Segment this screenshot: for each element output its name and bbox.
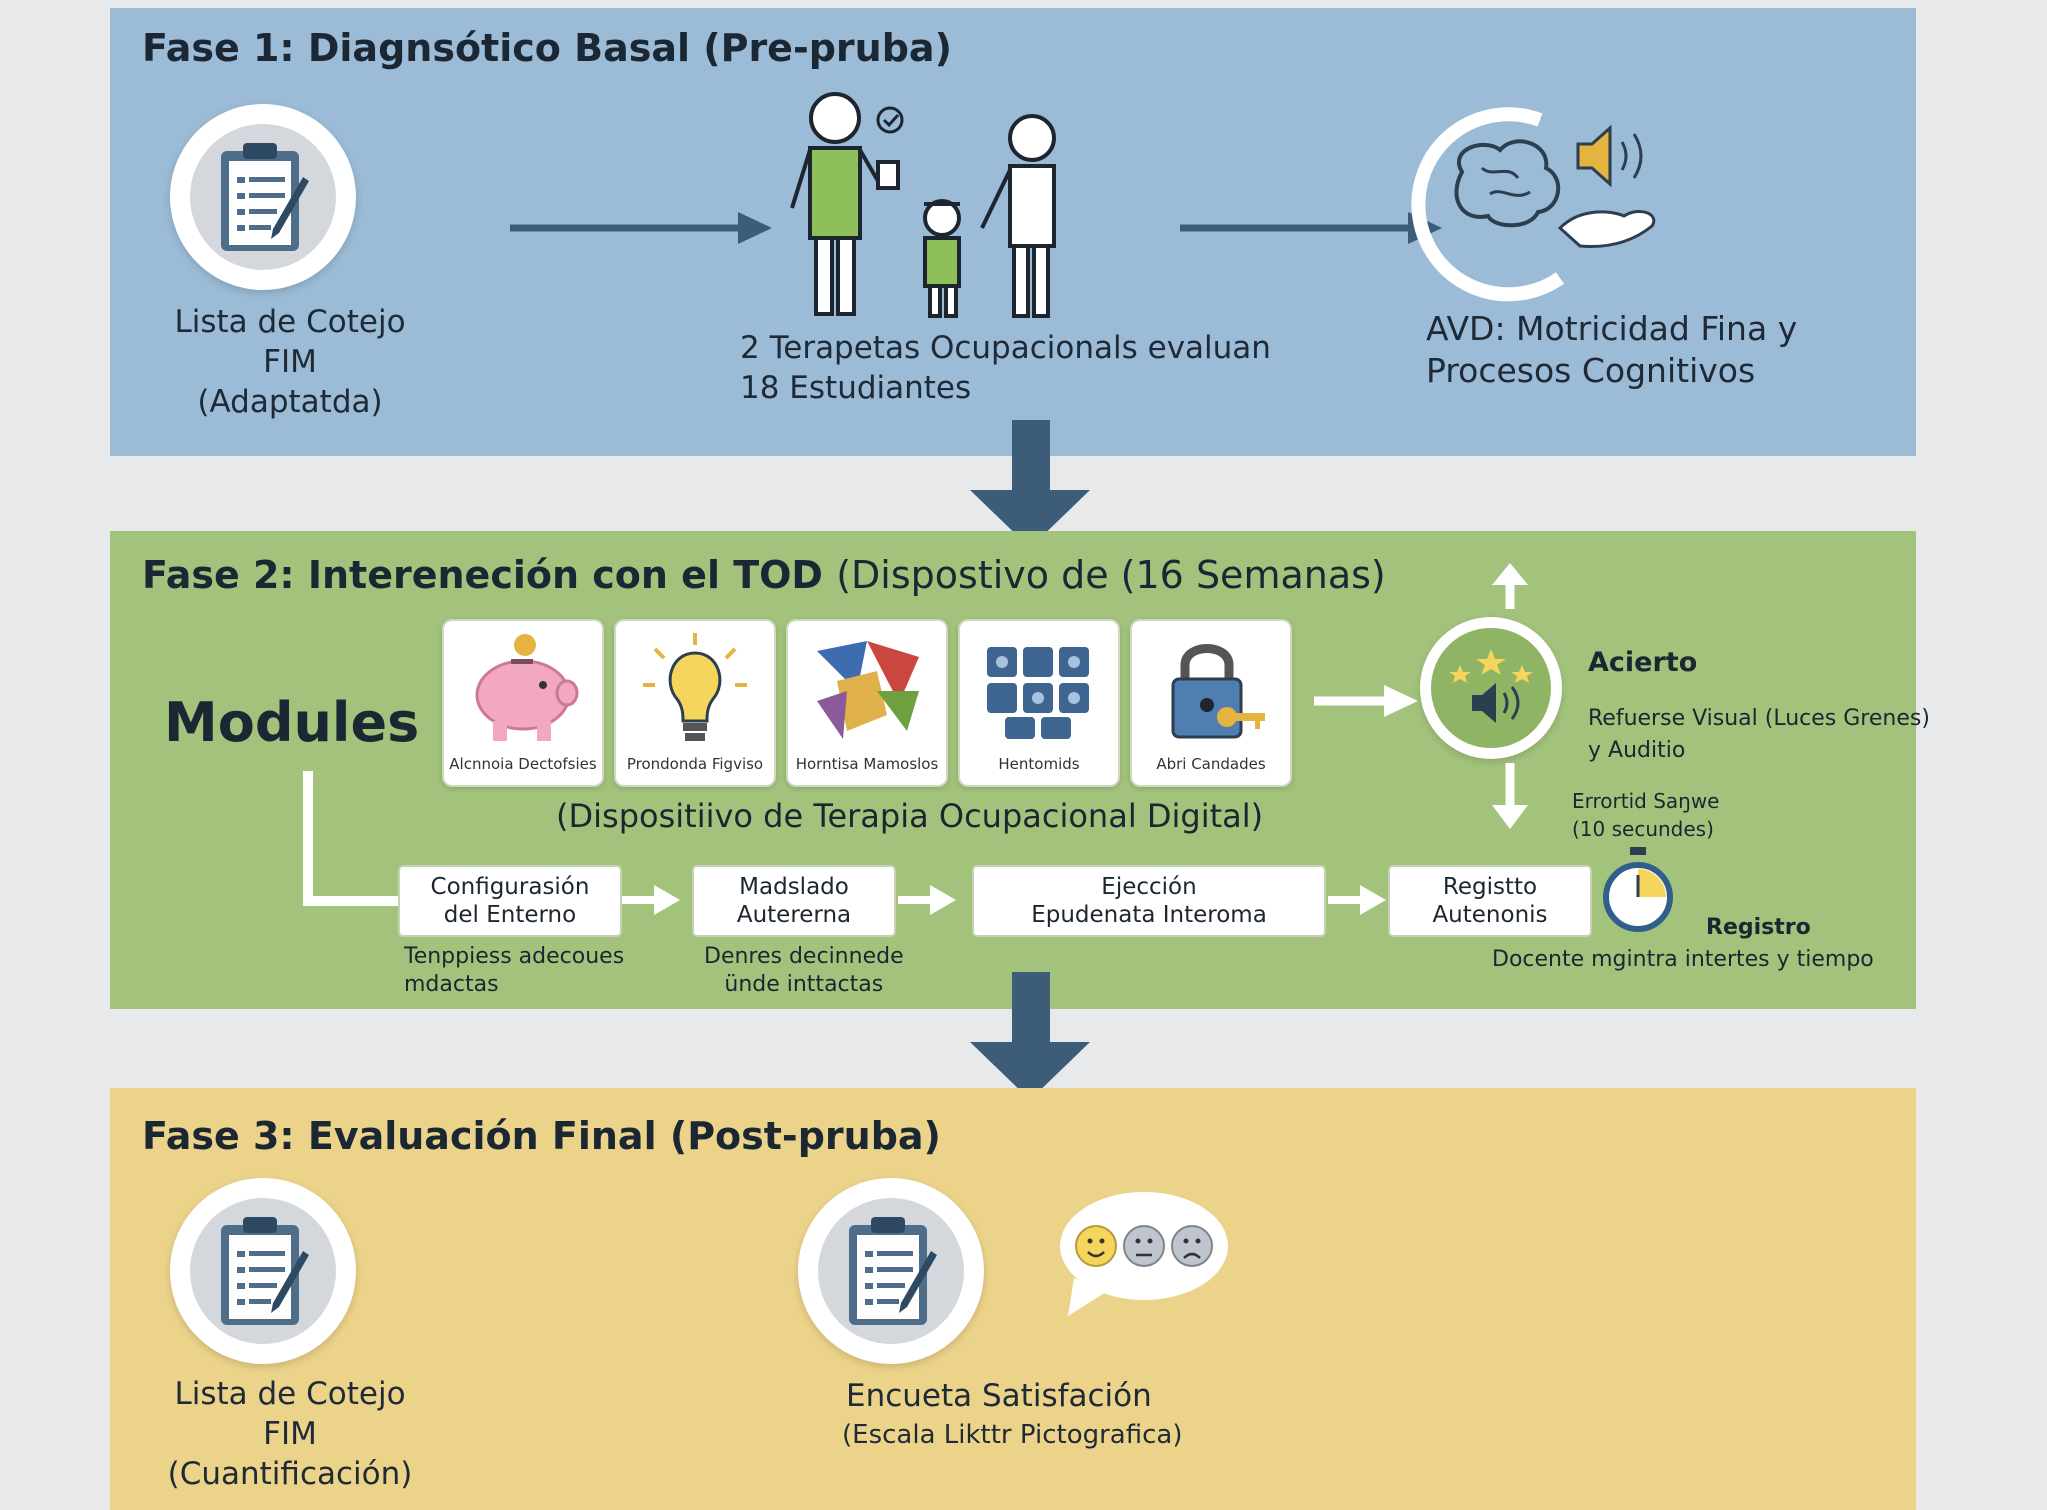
padlock-key-icon	[1171, 644, 1265, 739]
brain-sound-hand-icon	[1411, 107, 1656, 302]
step-line-2: Autererna	[736, 902, 852, 928]
feedback-circle	[1420, 617, 1562, 759]
flow-arrow-right	[510, 212, 772, 244]
puzzle-grid-icon	[987, 647, 1089, 739]
feedback-line-2: y Auditio	[1588, 738, 1686, 763]
step-line-1: Configurasión	[430, 874, 590, 900]
module-label: Prondonda Figviso	[626, 755, 764, 773]
module-label: Hentomids	[998, 755, 1080, 773]
step-note-line-2: mdactas	[404, 972, 499, 997]
module-card[interactable]: Abri Candades	[1130, 619, 1292, 787]
step-arrow	[622, 885, 680, 915]
process-step[interactable]: Registto Autenonis	[1388, 865, 1592, 937]
module-label: Alcnnoia Dectofsies	[449, 755, 597, 773]
step-arrow	[1328, 885, 1386, 915]
step-note-line-1: Denres decinnede	[704, 944, 904, 969]
survey-circle	[798, 1178, 984, 1364]
phase-2-panel: Fase 2: Intereneción con el TOD (Dispost…	[110, 531, 1930, 1009]
registro-note: Docente mgintra intertes y tiempo	[1492, 947, 1874, 972]
phase-2-title-main: Fase 2: Intereneción con el TOD	[142, 553, 823, 597]
therapists-students-icon	[790, 92, 1056, 318]
module-label: Abri Candades	[1156, 755, 1266, 773]
error-note: Errortid Saŋwe (10 secundes)	[1572, 787, 1720, 843]
stopwatch-icon	[1603, 847, 1673, 932]
feedback-arrow-up	[1492, 563, 1528, 609]
phase-3-title: Fase 3: Evaluación Final (Post-pruba)	[142, 1114, 941, 1158]
feedback-description: Refuerse Visual (Luces Grenes) y Auditio	[1588, 703, 1930, 767]
evaluators-line-1: 2 Terapetas Ocupacionals evaluan	[740, 330, 1271, 366]
survey-subtitle: (Escala Likttr Pictografica)	[842, 1420, 1183, 1450]
phase-1-panel: Fase 1: Diagnsótico Basal (Pre-pruba) Li…	[110, 8, 1916, 456]
instrument-line-1: Lista de Cotejo	[174, 1376, 406, 1412]
module-label: Horntisa Mamoslos	[795, 755, 939, 773]
phase-transition-arrow	[970, 972, 1090, 1100]
shapes-puzzle-icon	[817, 641, 919, 739]
domains-label: AVD: Motricidad Fina y Procesos Cognitiv…	[1426, 308, 1946, 392]
step-note-line-1: Tenppiess adecoues	[404, 944, 625, 969]
feedback-title: Acierto	[1588, 647, 1698, 678]
step-note: Tenppiess adecoues mdactas	[404, 943, 624, 999]
survey-title: Encueta Satisfación	[846, 1378, 1152, 1414]
process-step[interactable]: Configurasión del Enterno	[398, 865, 622, 937]
step-note: Denres decinnede ünde inttactas	[704, 943, 904, 999]
step-note-line-2: ünde inttactas	[724, 972, 884, 997]
modules-heading: Modules	[164, 691, 420, 754]
checklist-circle	[170, 1178, 356, 1364]
light-bulb-icon	[643, 633, 747, 741]
feedback-line-1: Refuerse Visual (Luces Grenes)	[1588, 706, 1930, 731]
module-card[interactable]: Alcnnoia Dectofsies	[442, 619, 604, 787]
feedback-arrow-down	[1492, 763, 1528, 829]
instrument-line-1: Lista de Cotejo	[174, 304, 406, 340]
clipboard-icon	[849, 1217, 937, 1325]
speaker-stars-icon	[1448, 648, 1533, 723]
piggy-bank-icon	[475, 634, 579, 741]
step-line-2: del Enterno	[443, 902, 577, 928]
module-card[interactable]: Hentomids	[958, 619, 1120, 787]
emoji-scale-bubble-icon	[1060, 1192, 1228, 1316]
phase-2-title: Fase 2: Intereneción con el TOD (Dispost…	[142, 553, 1386, 597]
step-line-1: Ejección	[1101, 874, 1197, 900]
device-caption: (Dispositiivo de Terapia Ocupacional Dig…	[556, 797, 1264, 835]
step-line-2: Autenonis	[1432, 902, 1548, 928]
instrument-line-2: FIM (Adaptatda)	[197, 344, 383, 420]
clipboard-icon	[221, 1217, 309, 1325]
phase-3-panel: Fase 3: Evaluación Final (Post-pruba) Li…	[110, 1088, 1916, 1510]
evaluators-label: 2 Terapetas Ocupacionals evaluan 18 Estu…	[740, 328, 1300, 408]
step-arrow	[898, 885, 956, 915]
error-line-1: Errortid Saŋwe	[1572, 789, 1720, 813]
instrument-label: Lista de Cotejo FIM (Adaptatda)	[170, 302, 410, 422]
process-step[interactable]: Ejección Epudenata Interoma	[972, 865, 1326, 937]
phase-transition-arrow	[970, 420, 1090, 548]
feedback-arrow-right	[1314, 685, 1418, 717]
module-card[interactable]: Prondonda Figviso	[614, 619, 776, 787]
process-step[interactable]: Madslado Autererna	[692, 865, 896, 937]
module-card[interactable]: Horntisa Mamoslos	[786, 619, 948, 787]
instrument-line-2: FIM (Cuantificación)	[167, 1416, 413, 1492]
phase-1-title: Fase 1: Diagnsótico Basal (Pre-pruba)	[142, 26, 952, 70]
evaluators-line-2: 18 Estudiantes	[740, 370, 972, 406]
domains-line-2: Procesos Cognitivos	[1426, 351, 1756, 390]
instrument-label: Lista de Cotejo FIM (Cuantificación)	[140, 1374, 440, 1494]
registro-title: Registro	[1706, 915, 1811, 940]
step-line-1: Registto	[1442, 874, 1538, 900]
checklist-circle	[170, 104, 356, 290]
phase-2-title-duration: (Dispostivo de (16 Semanas)	[836, 553, 1386, 597]
step-line-2: Epudenata Interoma	[1031, 902, 1267, 928]
error-line-2: (10 secundes)	[1572, 817, 1714, 841]
clipboard-icon	[221, 143, 309, 251]
domains-line-1: AVD: Motricidad Fina y	[1426, 309, 1798, 348]
step-line-1: Madslado	[739, 874, 849, 900]
